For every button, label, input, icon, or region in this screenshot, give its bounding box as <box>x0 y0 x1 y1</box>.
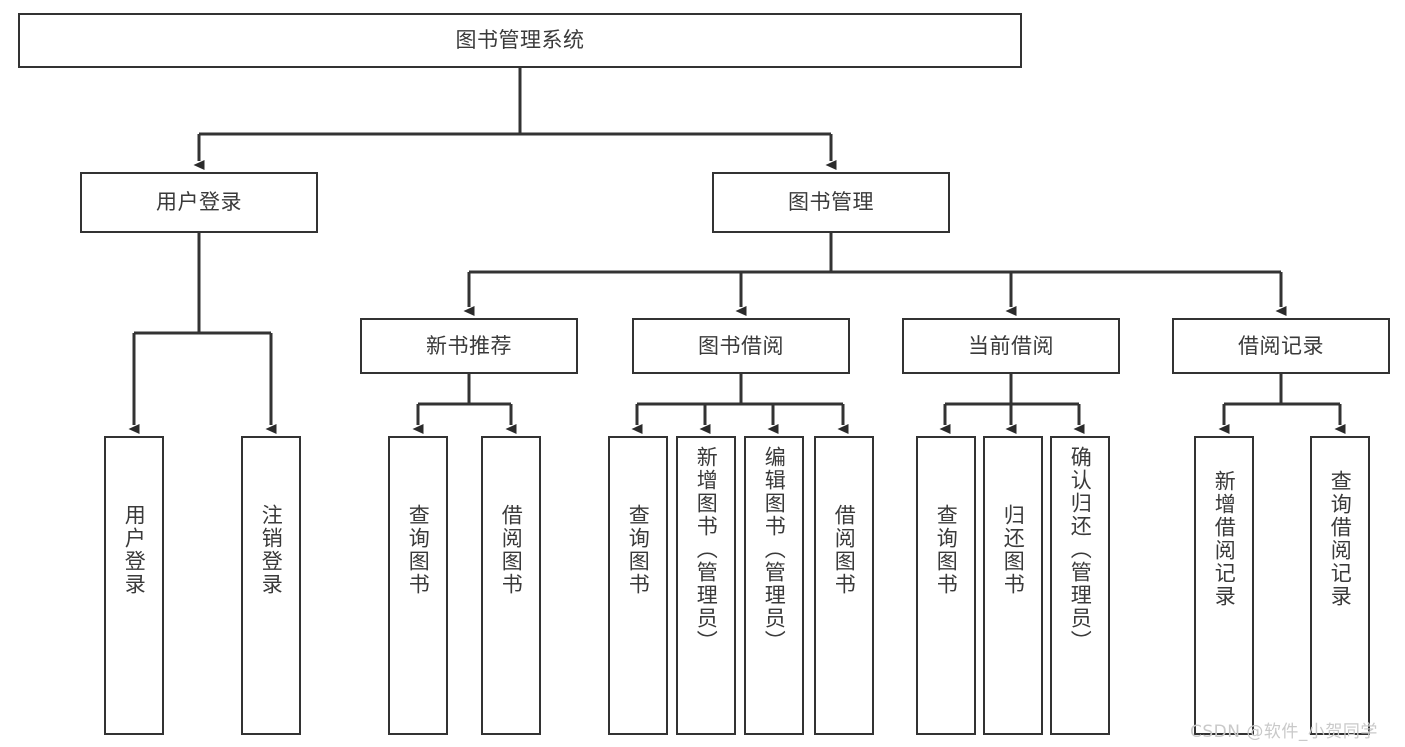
node-label: 图书管理 <box>788 190 874 215</box>
node-label: 借阅图书 <box>832 504 857 596</box>
node-leaf-logout[interactable]: 注销登录 <box>241 436 301 735</box>
node-label: 新增借阅记录 <box>1212 470 1237 608</box>
node-label: 归还图书 <box>1001 504 1026 596</box>
csdn-watermark: CSDN @软件_小贺同学 <box>1190 722 1378 742</box>
node-leaf-return-book[interactable]: 归还图书 <box>983 436 1043 735</box>
node-leaf-edit-book-admin[interactable]: 编辑图书（管理员） <box>744 436 804 735</box>
node-label: 查询图书 <box>934 504 959 596</box>
node-book-borrow[interactable]: 图书借阅 <box>632 318 850 374</box>
node-borrow-record[interactable]: 借阅记录 <box>1172 318 1390 374</box>
node-label: 新书推荐 <box>426 333 512 358</box>
node-leaf-borrow-book[interactable]: 借阅图书 <box>814 436 874 735</box>
node-leaf-confirm-return-admin[interactable]: 确认归还（管理员） <box>1050 436 1110 735</box>
node-label: 查询图书 <box>406 504 431 596</box>
node-label: 用户登录 <box>156 190 242 215</box>
node-label: 查询借阅记录 <box>1328 470 1353 608</box>
node-new-book-recommend[interactable]: 新书推荐 <box>360 318 578 374</box>
node-label: 注销登录 <box>259 504 284 596</box>
node-book-management[interactable]: 图书管理 <box>712 172 950 233</box>
node-label: 确认归还（管理员） <box>1068 446 1093 653</box>
node-label: 新增图书（管理员） <box>694 446 719 653</box>
node-leaf-user-login[interactable]: 用户登录 <box>104 436 164 735</box>
node-label: 当前借阅 <box>968 333 1054 358</box>
node-label: 借阅记录 <box>1238 333 1324 358</box>
node-leaf-query-book-current[interactable]: 查询图书 <box>916 436 976 735</box>
node-label: 查询图书 <box>626 504 651 596</box>
node-leaf-query-book-recommend[interactable]: 查询图书 <box>388 436 448 735</box>
node-leaf-query-borrow-record[interactable]: 查询借阅记录 <box>1310 436 1370 735</box>
node-leaf-borrow-book-recommend[interactable]: 借阅图书 <box>481 436 541 735</box>
node-label: 借阅图书 <box>499 504 524 596</box>
node-label: 编辑图书（管理员） <box>762 446 787 653</box>
node-user-login[interactable]: 用户登录 <box>80 172 318 233</box>
node-leaf-add-book-admin[interactable]: 新增图书（管理员） <box>676 436 736 735</box>
node-leaf-add-borrow-record[interactable]: 新增借阅记录 <box>1194 436 1254 735</box>
node-leaf-query-book-borrow[interactable]: 查询图书 <box>608 436 668 735</box>
node-current-borrow[interactable]: 当前借阅 <box>902 318 1120 374</box>
node-root-book-management-system[interactable]: 图书管理系统 <box>18 13 1022 68</box>
node-label: 图书管理系统 <box>455 28 585 53</box>
node-label: 图书借阅 <box>698 333 784 358</box>
node-label: 用户登录 <box>122 504 147 596</box>
